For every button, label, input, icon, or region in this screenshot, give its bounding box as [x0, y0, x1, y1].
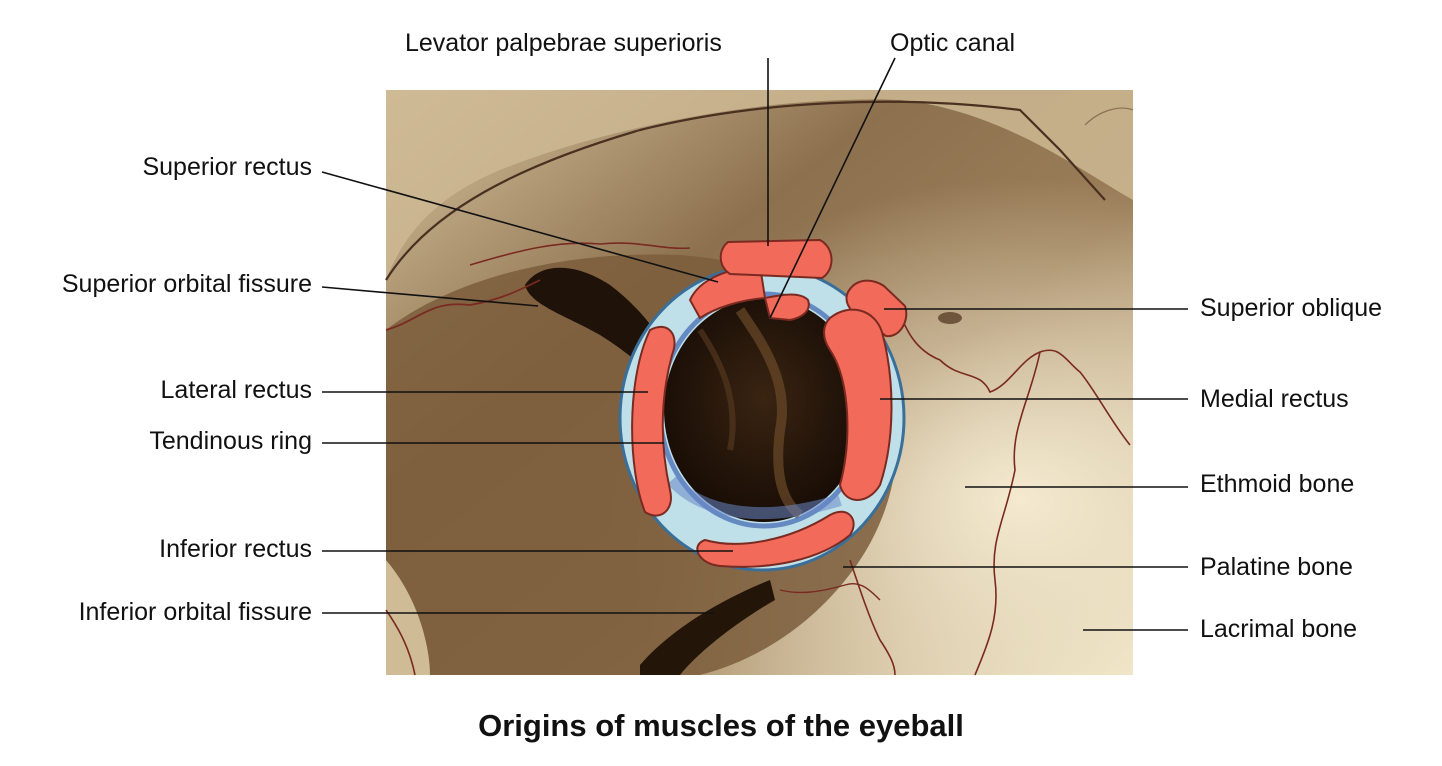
tendinous-ring-illustration	[618, 238, 908, 572]
inferior-rectus-muscle	[696, 510, 855, 568]
label-optic-canal: Optic canal	[890, 29, 1016, 57]
superior-oblique-muscle	[845, 279, 908, 338]
label-lacrimal-bone: Lacrimal bone	[1200, 615, 1358, 643]
label-medial-rectus: Medial rectus	[1200, 385, 1349, 413]
label-lateral-rectus: Lateral rectus	[160, 376, 312, 404]
label-ethmoid-bone: Ethmoid bone	[1200, 470, 1355, 498]
figure-title: Origins of muscles of the eyeball	[478, 708, 964, 743]
label-palatine-bone: Palatine bone	[1200, 553, 1353, 581]
leader-superior-rectus	[321, 171, 719, 283]
label-inferior-rectus: Inferior rectus	[159, 535, 312, 563]
levator-palpebrae-muscle	[719, 238, 833, 280]
leader-superior-orbital-fissure	[321, 286, 539, 307]
label-superior-orbital-fissure: Superior orbital fissure	[61, 270, 312, 298]
label-inferior-orbital-fissure: Inferior orbital fissure	[78, 598, 312, 626]
medial-rectus-muscle	[823, 308, 893, 501]
leader-optic-canal	[769, 57, 896, 319]
superior-rectus-muscle	[688, 264, 767, 320]
leader-lines	[321, 57, 1188, 631]
label-tendinous-ring: Tendinous ring	[149, 427, 312, 455]
label-superior-oblique: Superior oblique	[1200, 294, 1383, 322]
lateral-rectus-muscle	[631, 325, 676, 517]
label-levator-palpebrae: Levator palpebrae superioris	[405, 29, 722, 57]
label-superior-rectus: Superior rectus	[142, 153, 312, 181]
